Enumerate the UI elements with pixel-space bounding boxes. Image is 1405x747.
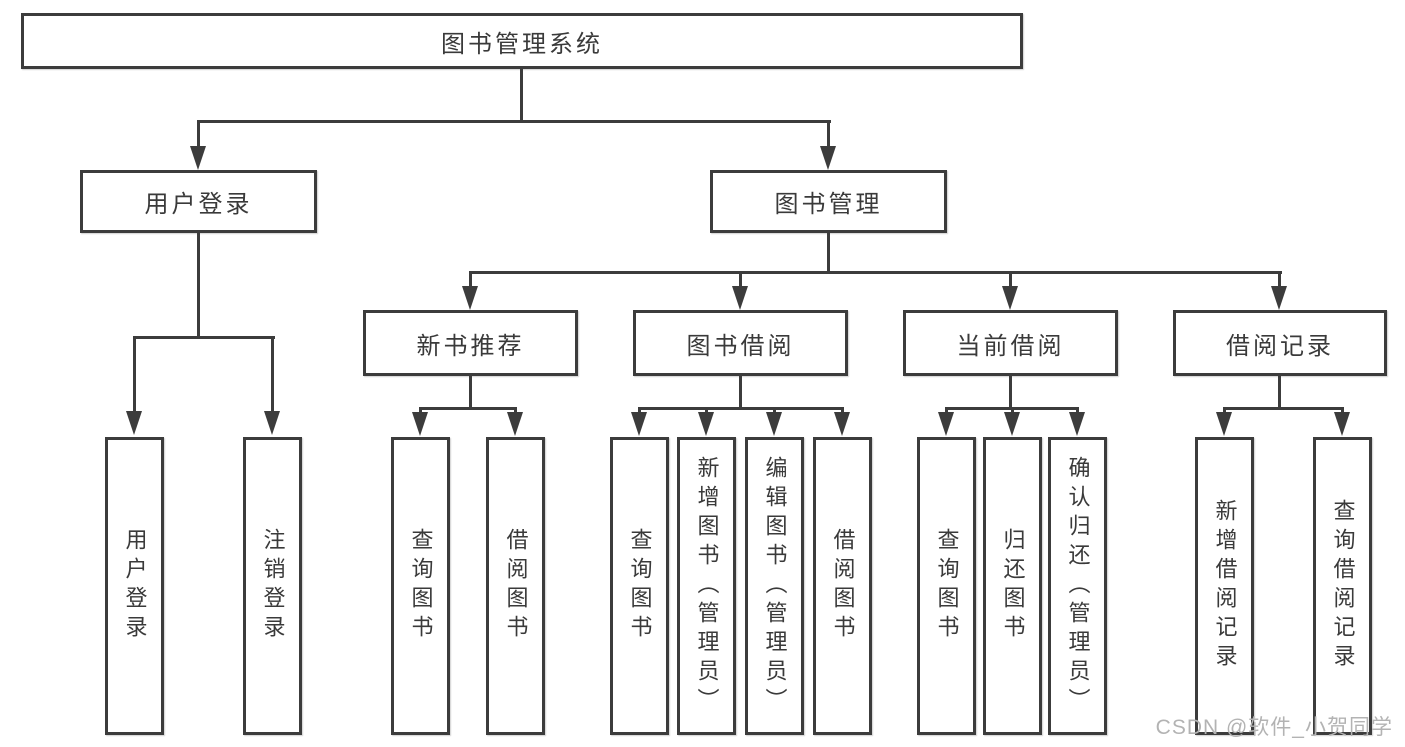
connector-group-hline bbox=[419, 407, 517, 410]
connector-group-stub bbox=[469, 376, 472, 407]
arrow-down-icon bbox=[1334, 412, 1350, 436]
node-root: 图书管理系统 bbox=[21, 13, 1023, 69]
leaf-query-book-borrow-label: 查询图书 bbox=[627, 528, 653, 644]
arrow-down-icon bbox=[732, 286, 748, 310]
node-borrow-record-label: 借阅记录 bbox=[1226, 332, 1334, 360]
connector-leaf-stem bbox=[133, 339, 136, 413]
arrow-down-icon bbox=[938, 412, 954, 436]
leaf-return-book: 归还图书 bbox=[983, 437, 1042, 735]
connector-l3-stem bbox=[469, 274, 472, 288]
leaf-confirm-return-admin: 确认归还（管理员） bbox=[1048, 437, 1107, 735]
leaf-edit-book-admin-label: 编辑图书（管理员） bbox=[762, 455, 788, 717]
arrow-down-icon bbox=[1002, 286, 1018, 310]
connector-l3-stem bbox=[1009, 274, 1012, 288]
leaf-logout: 注销登录 bbox=[243, 437, 302, 735]
arrow-down-icon bbox=[1069, 412, 1085, 436]
leaf-user-login: 用户登录 bbox=[105, 437, 164, 735]
node-book-borrow: 图书借阅 bbox=[633, 310, 848, 376]
arrow-down-icon bbox=[834, 412, 850, 436]
arrow-down-icon bbox=[698, 412, 714, 436]
node-root-label: 图书管理系统 bbox=[441, 30, 603, 58]
arrow-down-icon bbox=[264, 411, 280, 435]
connector-userlogin-hline bbox=[133, 336, 275, 339]
node-book-management: 图书管理 bbox=[710, 170, 947, 233]
leaf-edit-book-admin: 编辑图书（管理员） bbox=[745, 437, 804, 735]
arrow-down-icon bbox=[462, 286, 478, 310]
leaf-query-book-current: 查询图书 bbox=[917, 437, 976, 735]
leaf-query-borrow-record: 查询借阅记录 bbox=[1313, 437, 1372, 735]
leaf-user-login-label: 用户登录 bbox=[122, 528, 148, 644]
leaf-borrow-book-recommend: 借阅图书 bbox=[486, 437, 545, 735]
leaf-add-borrow-record: 新增借阅记录 bbox=[1195, 437, 1254, 735]
connector-leaf-stem bbox=[271, 339, 274, 413]
connector-group-stub bbox=[739, 376, 742, 407]
connector-group-stub bbox=[1278, 376, 1281, 407]
arrow-down-icon bbox=[412, 412, 428, 436]
connector-bookmgmt-stem bbox=[827, 123, 830, 148]
leaf-query-book-recommend: 查询图书 bbox=[391, 437, 450, 735]
leaf-query-book-recommend-label: 查询图书 bbox=[408, 528, 434, 644]
arrow-down-icon bbox=[1271, 286, 1287, 310]
arrow-down-icon bbox=[631, 412, 647, 436]
connector-group-hline bbox=[1223, 407, 1344, 410]
node-current-borrow: 当前借阅 bbox=[903, 310, 1118, 376]
leaf-add-book-admin: 新增图书（管理员） bbox=[677, 437, 736, 735]
arrow-down-icon bbox=[820, 146, 836, 170]
leaf-confirm-return-admin-label: 确认归还（管理员） bbox=[1065, 455, 1091, 717]
node-current-borrow-label: 当前借阅 bbox=[956, 332, 1065, 360]
leaf-query-book-current-label: 查询图书 bbox=[934, 528, 960, 644]
connector-userlogin-stub bbox=[197, 233, 200, 336]
arrow-down-icon bbox=[1004, 412, 1020, 436]
leaf-borrow-book-recommend-label: 借阅图书 bbox=[503, 528, 529, 644]
connector-group-hline bbox=[945, 407, 1079, 410]
arrow-down-icon bbox=[190, 146, 206, 170]
connector-bookmgmt-hline bbox=[469, 271, 1282, 274]
leaf-query-book-borrow: 查询图书 bbox=[610, 437, 669, 735]
watermark: CSDN @软件_小贺同学 bbox=[1155, 716, 1393, 739]
leaf-add-borrow-record-label: 新增借阅记录 bbox=[1212, 499, 1238, 673]
node-new-book-recommend-label: 新书推荐 bbox=[416, 332, 525, 360]
leaf-borrow-book: 借阅图书 bbox=[813, 437, 872, 735]
leaf-return-book-label: 归还图书 bbox=[1000, 528, 1026, 644]
arrow-down-icon bbox=[766, 412, 782, 436]
arrow-down-icon bbox=[507, 412, 523, 436]
node-borrow-record: 借阅记录 bbox=[1173, 310, 1387, 376]
connector-root-hline bbox=[197, 120, 831, 123]
arrow-down-icon bbox=[1216, 412, 1232, 436]
leaf-query-borrow-record-label: 查询借阅记录 bbox=[1330, 499, 1356, 673]
node-user-login: 用户登录 bbox=[80, 170, 317, 233]
node-user-login-label: 用户登录 bbox=[144, 191, 253, 218]
connector-group-stub bbox=[1009, 376, 1012, 407]
connector-l3-stem bbox=[739, 274, 742, 288]
leaf-logout-label: 注销登录 bbox=[260, 528, 286, 644]
node-book-management-label: 图书管理 bbox=[774, 191, 883, 218]
connector-group-hline bbox=[638, 407, 844, 410]
connector-userlogin-stem bbox=[197, 123, 200, 148]
node-new-book-recommend: 新书推荐 bbox=[363, 310, 578, 376]
leaf-add-book-admin-label: 新增图书（管理员） bbox=[694, 455, 720, 717]
node-book-borrow-label: 图书借阅 bbox=[686, 332, 795, 360]
arrow-down-icon bbox=[126, 411, 142, 435]
connector-l3-stem bbox=[1278, 274, 1281, 288]
connector-bookmgmt-stub bbox=[827, 233, 830, 274]
connector-root-stub bbox=[520, 69, 523, 123]
leaf-borrow-book-label: 借阅图书 bbox=[830, 528, 856, 644]
